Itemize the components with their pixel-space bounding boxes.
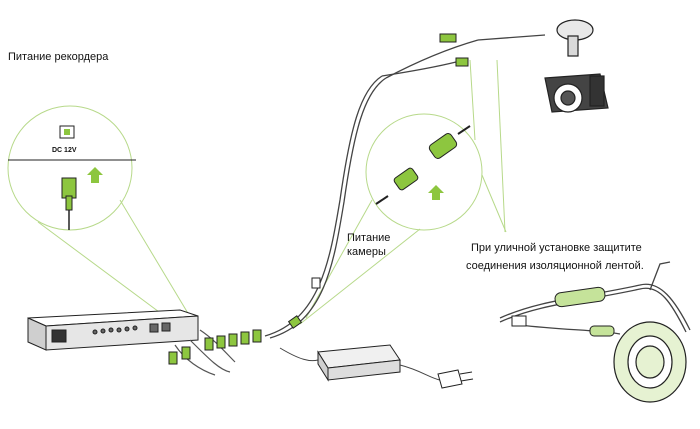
tape-joints [511, 286, 615, 337]
power-adapter [279, 344, 441, 382]
outdoor-note-line-2: соединения изоляционной лентой. [466, 260, 644, 272]
camera-power-label-2: камеры [347, 246, 386, 258]
camera-cable [264, 34, 546, 339]
recorder-power-label: Питание рекордера [8, 51, 109, 63]
recorder-power-inset [8, 125, 136, 230]
up-arrow-icon [87, 167, 103, 183]
camera-connector-inset [375, 125, 471, 205]
bnc-connectors [168, 329, 262, 365]
tape-roll-icon [613, 321, 687, 403]
camera-icon [544, 19, 609, 113]
camera-callout [299, 59, 507, 325]
dc-voltage-label: DC 12V [52, 147, 77, 154]
dvr-recorder [27, 309, 199, 351]
recorder-callout [7, 105, 199, 336]
up-arrow-icon [428, 185, 444, 200]
outdoor-note-line-1: При уличной установке защитите [471, 242, 642, 254]
plug-icon [437, 369, 474, 389]
cable-joints [287, 33, 469, 329]
camera-power-label-1: Питание [347, 232, 391, 244]
